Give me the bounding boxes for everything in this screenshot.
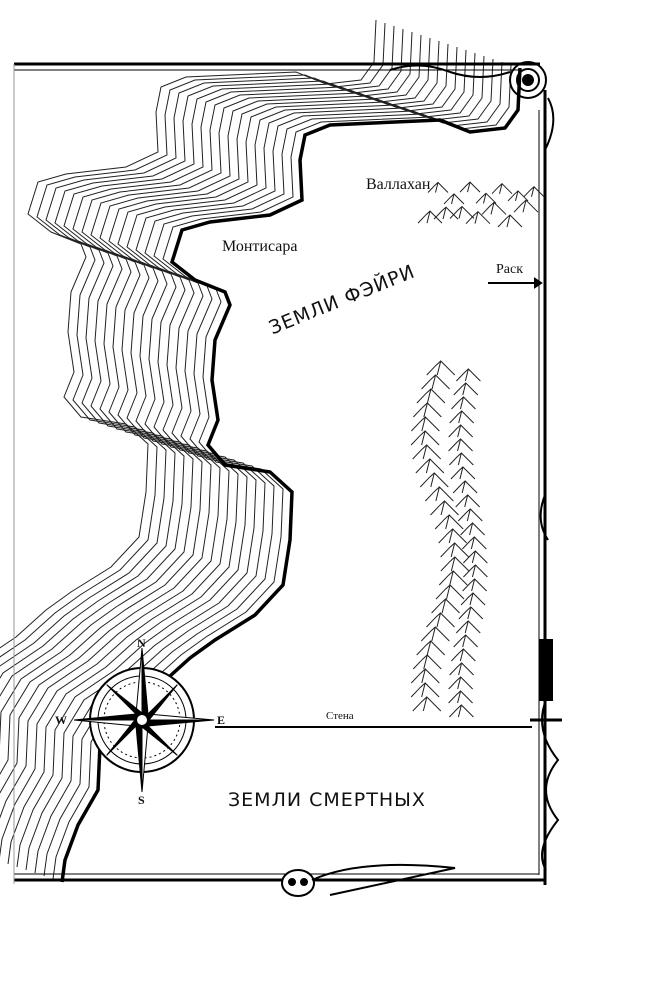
mountain-peak [465,210,491,225]
mountain-peak [427,181,449,193]
mountain-peak [412,444,442,460]
mountain-peak [451,396,476,410]
mountain-peak [416,640,446,656]
mountain-peak [449,704,474,718]
mountain-peak [460,592,486,606]
mountain-peak [453,634,479,648]
mountain-peak [449,662,474,676]
mountain-peak [457,508,483,522]
rask-arrow [488,277,543,289]
owl-ornament [281,863,456,897]
mountain-peak [410,430,440,446]
mountain-peak [448,676,474,690]
mountain-peak [412,696,442,712]
mountain-peak [413,402,442,418]
mountain-peak [426,612,455,628]
compass-west-label: W [55,713,67,727]
mountain-peak [463,564,488,578]
compass-south-label: S [138,793,145,807]
mountain-peak [497,214,523,228]
mountain-ranges [410,181,545,718]
mountain-peak [411,416,440,432]
region-label-mortal-lands: ЗЕМЛИ СМЕРТНЫХ [228,789,426,811]
contour-line [0,28,404,679]
mountain-peak [410,668,440,684]
mountain-peak [410,682,440,698]
mountain-peak [431,598,460,614]
mountain-peak [415,458,445,474]
contour-line [0,37,431,776]
mountain-peak [460,522,485,536]
compass-rose [73,647,215,793]
contour-line [0,40,440,794]
contour-line [0,46,458,858]
place-label-vallakhan: Валлахан [366,176,431,193]
contour-line [16,52,476,868]
mountain-peak [438,528,468,544]
wall-label: Стена [326,710,354,722]
mountain-peak [450,648,476,662]
contour-line [7,49,467,865]
mountain-peak [448,424,474,438]
mountain-peak [420,626,450,642]
mountain-peak [458,606,484,620]
compass-north-label: N [137,636,146,650]
mountain-peak [462,578,487,592]
mountain-peak [443,193,465,205]
mountain-peak [459,181,481,193]
mountain-peak [412,654,442,670]
mountain-peak [449,410,475,424]
mountain-peak [438,570,468,586]
mountain-peak [416,388,446,404]
mountain-peak [426,360,456,376]
contour-line [0,19,377,649]
mountain-peak [440,542,470,558]
mountain-peak [455,620,481,634]
mountain-peak [435,584,465,600]
mountain-peak [523,186,545,198]
compass-east-label: E [217,713,226,727]
sea-contour-lines [0,19,512,880]
mountain-peak [507,190,529,202]
mountain-peak [433,206,459,220]
mountain-peak [425,486,454,502]
mountain-peak [448,438,473,452]
mountain-peak [421,374,450,390]
mountain-peak [513,199,539,213]
map-frame [13,62,547,885]
mountain-peak [475,192,497,204]
contour-line [0,31,413,697]
contour-line [0,25,395,667]
mountain-peak [491,183,513,195]
mountain-peak [430,500,459,516]
mountain-peak [456,368,481,382]
contour-line [0,43,449,819]
mountain-peak [450,466,476,480]
mountain-peak [440,556,470,572]
mountain-peak [462,550,488,564]
mountain-peak [455,494,481,508]
mountain-peak [453,382,479,396]
mountain-peak [448,452,474,466]
mountain-peak [419,472,449,488]
mountain-peak [452,480,478,494]
place-label-rask: Раск [496,262,524,277]
contour-line [0,34,422,746]
mountain-peak [434,514,464,530]
frame-sword-ornament [530,494,562,871]
place-label-montisara: Монтисара [222,238,298,255]
frame-scroll-ornament [389,61,555,151]
mountain-peak [449,205,475,219]
mountain-peak [461,536,487,550]
mountain-peak [417,210,443,224]
mountain-peak [481,201,507,215]
mountain-peak [448,690,473,704]
contour-line [0,22,386,658]
